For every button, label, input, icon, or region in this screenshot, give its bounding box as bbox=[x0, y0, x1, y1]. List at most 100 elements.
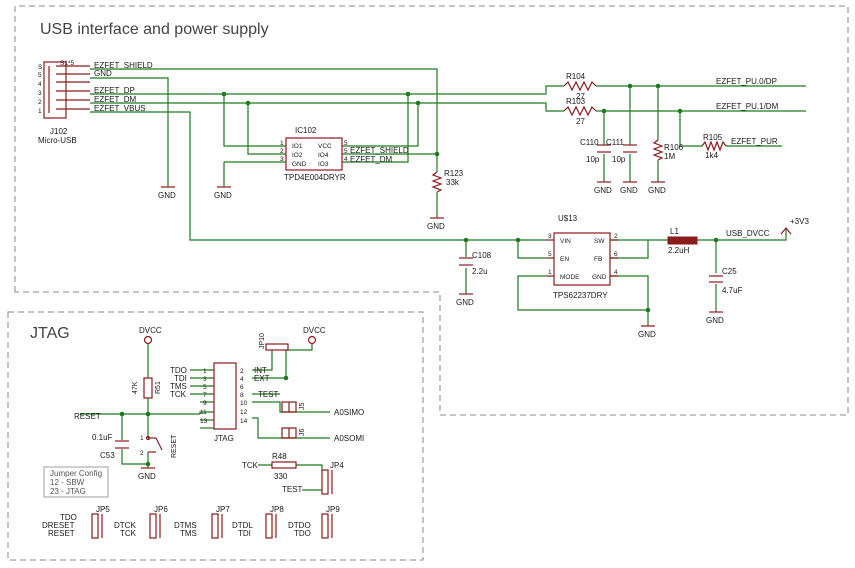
j6-name: J6 bbox=[299, 429, 306, 437]
c111-name: C111 bbox=[606, 138, 624, 147]
jp6-label-2: TCK bbox=[120, 529, 137, 538]
pin-2: 2 bbox=[38, 99, 42, 106]
jtag-header: JTAG TDO TDI TMS TCK INT EXT TEST 1 3 5 … bbox=[170, 362, 279, 443]
jtag-pin-7: 7 bbox=[203, 392, 207, 399]
regulator-u13: U$13 TPS62237DRY VIN SW EN FB MODE GND 3… bbox=[546, 214, 618, 300]
net-ezfet-shield: EZFET_SHIELD bbox=[94, 61, 153, 70]
jp9-label-2: TDO bbox=[294, 529, 311, 538]
c53-value: 0.1uF bbox=[92, 433, 113, 442]
usb-section-title: USB interface and power supply bbox=[40, 21, 269, 38]
jumper-config-line-1: 12 - SBW bbox=[50, 478, 85, 487]
u13-pin-en: EN bbox=[560, 256, 569, 263]
jumper-config-title: Jumper Config bbox=[50, 469, 102, 478]
r123-value: 33k bbox=[446, 178, 460, 187]
u13-value: TPS62237DRY bbox=[553, 291, 608, 300]
u13-num-1: 1 bbox=[548, 269, 552, 276]
connector-body bbox=[43, 61, 67, 119]
resistor-r51: 47K R51 bbox=[132, 377, 162, 399]
ic102-pin-io2: IO2 bbox=[292, 152, 303, 159]
jtag-pin-5: 5 bbox=[203, 384, 207, 391]
j5-name: J5 bbox=[299, 403, 306, 411]
r106-value: 1M bbox=[664, 152, 675, 161]
jp10-name: JP10 bbox=[259, 333, 266, 349]
r48-name: R48 bbox=[272, 452, 287, 461]
resistor-r106: R106 1M bbox=[652, 139, 684, 161]
capacitor-c53: 0.1uF C53 bbox=[92, 433, 129, 460]
net-ezfet-vbus: EZFET_VBUS bbox=[94, 104, 146, 113]
l1-name: L1 bbox=[670, 227, 679, 236]
ic102-pin-io4: IO4 bbox=[318, 152, 329, 159]
ic102-pin-gnd: GND bbox=[292, 161, 307, 168]
c25-value: 4.7uF bbox=[722, 286, 743, 295]
jtag-pin-12: 12 bbox=[240, 409, 248, 416]
gnd-label: GND bbox=[594, 186, 612, 195]
net-usb-dvcc: USB_DVCC bbox=[726, 229, 770, 238]
capacitor-c25: C25 4.7uF bbox=[709, 267, 743, 295]
jtag-junctions bbox=[119, 375, 289, 467]
supply-3v3-label: +3V3 bbox=[790, 217, 809, 226]
jumper-j5: J5 bbox=[281, 401, 306, 413]
gnd-symbols-jtag: GND bbox=[138, 467, 156, 481]
ic102-pin-vcc: VCC bbox=[318, 143, 332, 150]
u13-num-6: 6 bbox=[614, 251, 618, 258]
usb-junctions bbox=[221, 83, 719, 313]
gnd-label: GND bbox=[638, 330, 656, 339]
capacitor-c111: C111 10p bbox=[606, 138, 637, 164]
c110-value: 10p bbox=[586, 155, 600, 164]
net-ezfet-dm-2: EZFET_DM bbox=[350, 155, 393, 164]
net-ezfet-dp: EZFET_DP bbox=[94, 86, 135, 95]
jp6-label-1: DTCK bbox=[114, 521, 136, 530]
gnd-label: GND bbox=[706, 316, 724, 325]
r105-value: 1k4 bbox=[705, 151, 718, 160]
jtag-pin-2: 2 bbox=[240, 368, 244, 375]
u13-pin-vin: VIN bbox=[560, 238, 571, 245]
jtag-label-test: TEST bbox=[258, 390, 279, 399]
dvcc-label: DVCC bbox=[139, 326, 162, 335]
u13-pin-fb: FB bbox=[594, 256, 602, 263]
r123-name: R123 bbox=[444, 169, 464, 178]
jtag-pin-1: 1 bbox=[203, 368, 207, 375]
jtag-label-int: INT bbox=[254, 366, 267, 375]
net-ezfet-shield-2: EZFET_SHIELD bbox=[350, 146, 409, 155]
u13-pin-sw: SW bbox=[594, 238, 605, 245]
r104-value: 27 bbox=[576, 92, 585, 101]
capacitor-c108: C108 2.2u bbox=[459, 251, 492, 276]
jumper-jp9: JP9 DTDO TDO bbox=[288, 505, 340, 539]
capacitor-c110: C110 10p bbox=[580, 138, 611, 164]
u13-pin-gnd: GND bbox=[592, 274, 607, 281]
jtag-label-ext: EXT bbox=[254, 374, 270, 383]
jtag-wires bbox=[80, 344, 330, 491]
ic102-num-5b: 5 bbox=[344, 148, 348, 155]
net-pu0dp: EZFET_PU.0/DP bbox=[716, 77, 777, 86]
jumper-jp6: JP6 DTCK TCK bbox=[114, 505, 168, 539]
jp7-name: JP7 bbox=[216, 505, 230, 514]
usb-section-frame bbox=[14, 5, 849, 416]
c111-value: 10p bbox=[612, 155, 626, 164]
r103-value: 27 bbox=[576, 117, 585, 126]
ic102-num-5a: 5 bbox=[344, 140, 348, 147]
jtag-pin-3: 3 bbox=[203, 376, 207, 383]
gnd-label: GND bbox=[456, 298, 474, 307]
usb-connector-j102: S 5 4 3 2 1 J102 Micro-USB S1*5 bbox=[38, 60, 90, 145]
pin-4: 4 bbox=[38, 81, 42, 88]
jtag-section-frame bbox=[7, 311, 424, 561]
jumper-jp10: JP10 bbox=[259, 333, 289, 351]
l1-value: 2.2uH bbox=[668, 246, 690, 255]
pin-1: 1 bbox=[38, 108, 42, 115]
gnd-label: GND bbox=[214, 191, 232, 200]
net-tck: TCK bbox=[242, 461, 259, 470]
resistor-r103: R103 27 bbox=[563, 97, 597, 126]
ic102-num-2: 2 bbox=[280, 148, 284, 155]
reset-switch-pin1: 1 bbox=[140, 435, 144, 442]
r106-name: R106 bbox=[664, 143, 684, 152]
u13-num-5: 5 bbox=[548, 251, 552, 258]
gnd-symbols-usb: GND GND GND GND GND GND GND GND GND bbox=[158, 181, 724, 339]
shield-label: S1*5 bbox=[60, 60, 74, 67]
ic102-name: IC102 bbox=[295, 126, 317, 135]
jumper-jp7: JP7 DTMS TMS bbox=[174, 505, 230, 539]
supply-3v3: +3V3 bbox=[780, 217, 809, 235]
jp5-name: JP5 bbox=[96, 505, 110, 514]
jtag-pin-9: 9 bbox=[203, 400, 207, 407]
jp5-label-2: DRESET bbox=[42, 521, 75, 530]
